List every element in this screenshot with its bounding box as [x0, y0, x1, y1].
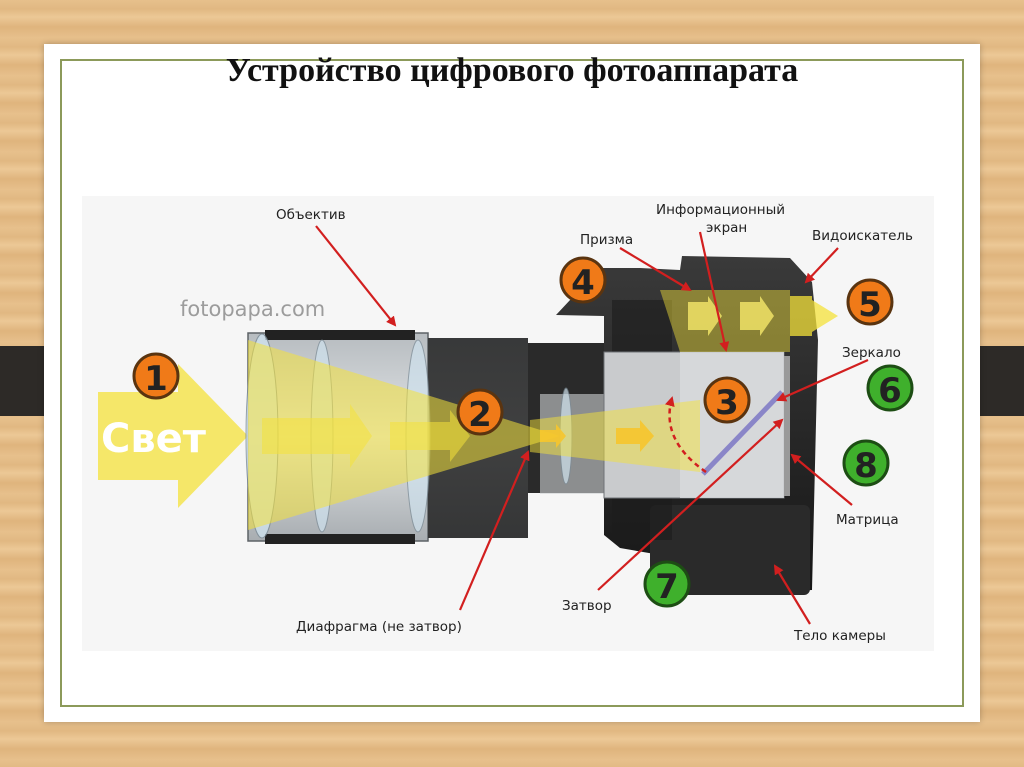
label-prism: Призма	[580, 232, 633, 248]
label-aperture: Диафрагма (не затвор)	[296, 619, 462, 635]
badge-3: 3	[705, 378, 749, 423]
svg-text:1: 1	[144, 359, 168, 399]
svg-text:4: 4	[571, 263, 595, 303]
label-info-screen-line1: Информационный	[656, 202, 785, 218]
badge-6: 6	[868, 366, 912, 411]
badge-2: 2	[458, 390, 502, 435]
watermark-text: fotopapa.com	[180, 297, 325, 321]
badge-5: 5	[848, 280, 892, 325]
label-body: Тело камеры	[793, 628, 886, 644]
label-info-screen-line2: экран	[706, 220, 747, 236]
svg-text:7: 7	[655, 567, 679, 607]
svg-text:5: 5	[858, 285, 882, 325]
badge-7: 7	[645, 562, 689, 607]
badge-1: 1	[134, 354, 178, 399]
label-sensor: Матрица	[836, 512, 899, 528]
svg-text:8: 8	[854, 446, 878, 486]
label-shutter: Затвор	[562, 598, 612, 614]
svg-text:6: 6	[878, 371, 902, 411]
badge-4: 4	[561, 258, 605, 303]
label-viewfinder: Видоискатель	[812, 228, 913, 244]
badge-8: 8	[844, 441, 888, 486]
camera-diagram: fotopapa.com Свет	[82, 196, 934, 651]
svg-text:2: 2	[468, 395, 492, 435]
label-lens: Объектив	[276, 207, 346, 223]
svg-text:3: 3	[715, 383, 739, 423]
slide-title: Устройство цифрового фотоаппарата	[0, 52, 1024, 90]
sensor-element	[784, 356, 790, 496]
light-label: Свет	[101, 416, 207, 462]
label-mirror: Зеркало	[842, 345, 901, 361]
